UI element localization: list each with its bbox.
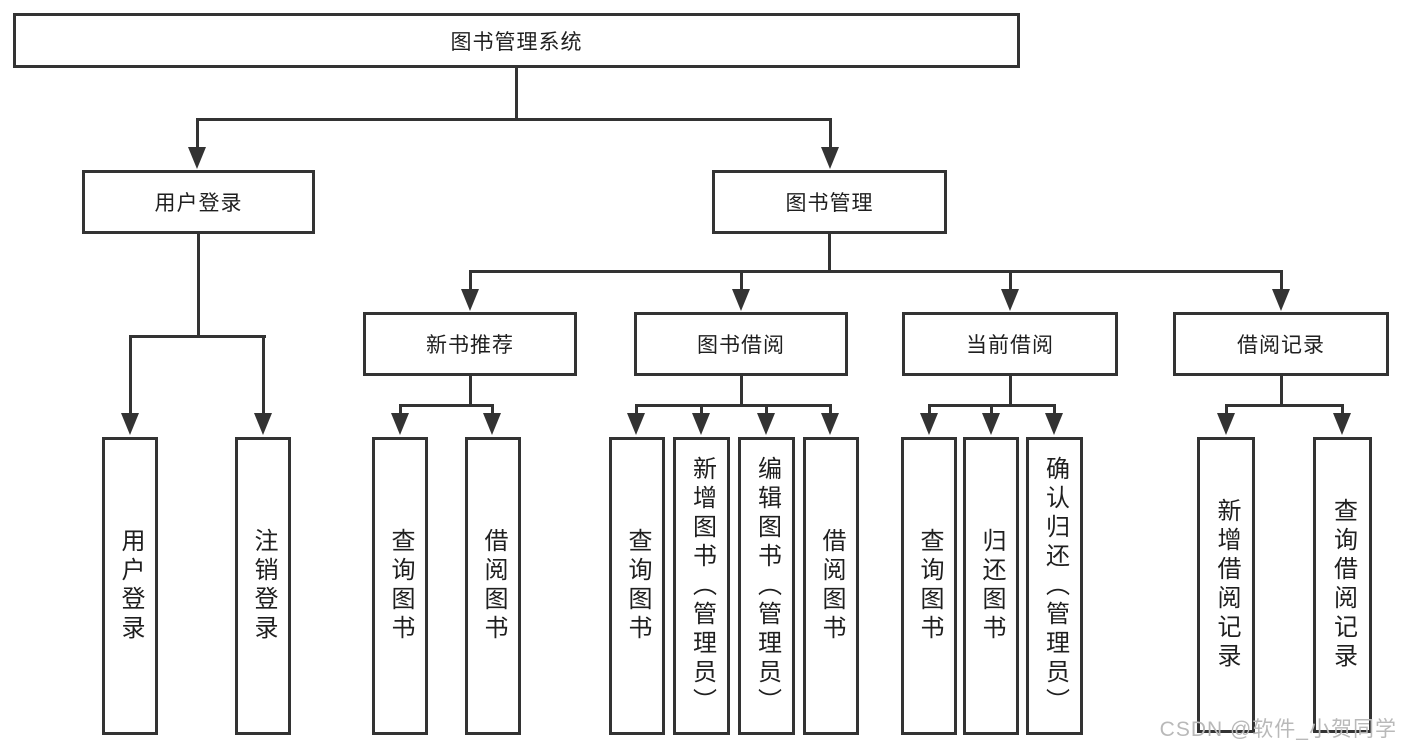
node-label: 注销登录 xyxy=(250,528,277,644)
arrowhead-down-icon xyxy=(982,413,1000,435)
connector-line xyxy=(635,404,638,415)
node-label: 查询图书 xyxy=(916,528,943,644)
leaf-current-confirm-return-admin: 确认归还（管理员） xyxy=(1026,437,1083,735)
connector-line xyxy=(196,118,832,121)
arrowhead-down-icon xyxy=(1272,289,1290,311)
connector-line xyxy=(740,270,743,292)
arrowhead-down-icon xyxy=(483,413,501,435)
node-label: 查询图书 xyxy=(387,528,414,644)
leaf-borrow-query-book: 查询图书 xyxy=(609,437,665,735)
connector-line xyxy=(928,404,931,415)
connector-line xyxy=(829,404,832,415)
connector-line xyxy=(1053,404,1056,415)
node-label: 确认归还（管理员） xyxy=(1041,455,1069,717)
leaf-user-login: 用户登录 xyxy=(102,437,158,735)
arrowhead-down-icon xyxy=(757,413,775,435)
arrowhead-down-icon xyxy=(1217,413,1235,435)
leaf-borrow-add-book-admin: 新增图书（管理员） xyxy=(673,437,730,735)
connector-line xyxy=(399,404,402,415)
connector-line xyxy=(1225,404,1343,407)
connector-line xyxy=(515,68,518,118)
arrowhead-down-icon xyxy=(920,413,938,435)
node-label: 借阅图书 xyxy=(480,528,507,644)
node-label: 用户登录 xyxy=(154,192,243,215)
arrowhead-down-icon xyxy=(1045,413,1063,435)
leaf-recommend-query-book: 查询图书 xyxy=(372,437,428,735)
node-label: 新增图书（管理员） xyxy=(688,455,716,717)
leaf-current-query-book: 查询图书 xyxy=(901,437,957,735)
connector-line xyxy=(399,404,493,407)
connector-line xyxy=(828,234,831,273)
connector-line xyxy=(765,404,768,415)
connector-line xyxy=(197,234,200,335)
connector-line xyxy=(990,404,993,415)
node-book-borrow: 图书借阅 xyxy=(634,312,848,376)
connector-line xyxy=(740,376,743,407)
node-label: 借阅图书 xyxy=(818,528,845,644)
node-label: 新书推荐 xyxy=(426,334,514,357)
arrowhead-down-icon xyxy=(391,413,409,435)
arrowhead-down-icon xyxy=(1333,413,1351,435)
node-label: 用户登录 xyxy=(117,528,144,644)
node-label: 查询图书 xyxy=(624,528,651,644)
csdn-watermark: CSDN @软件_小贺同学 xyxy=(1159,718,1397,741)
node-root: 图书管理系统 xyxy=(13,13,1020,68)
arrowhead-down-icon xyxy=(1001,289,1019,311)
arrowhead-down-icon xyxy=(821,147,839,169)
leaf-records-add-record: 新增借阅记录 xyxy=(1197,437,1255,733)
connector-line xyxy=(1225,404,1228,415)
leaf-borrow-edit-book-admin: 编辑图书（管理员） xyxy=(738,437,795,735)
node-label: 当前借阅 xyxy=(966,334,1054,357)
arrowhead-down-icon xyxy=(461,289,479,311)
connector-line xyxy=(262,335,265,415)
connector-line xyxy=(1280,270,1283,292)
leaf-logout: 注销登录 xyxy=(235,437,291,735)
node-label: 借阅记录 xyxy=(1237,334,1325,357)
connector-line xyxy=(1009,270,1012,292)
arrowhead-down-icon xyxy=(692,413,710,435)
node-label: 图书管理系统 xyxy=(450,30,583,54)
connector-line xyxy=(491,404,494,415)
leaf-current-return-book: 归还图书 xyxy=(963,437,1019,735)
arrowhead-down-icon xyxy=(121,413,139,435)
connector-line xyxy=(469,270,1282,273)
connector-line xyxy=(129,335,266,338)
connector-line xyxy=(829,118,832,150)
connector-line xyxy=(635,404,832,407)
node-label: 归还图书 xyxy=(978,528,1005,644)
node-label: 新增借阅记录 xyxy=(1213,498,1240,672)
node-new-book-recommend: 新书推荐 xyxy=(363,312,577,376)
leaf-borrow-borrow-book: 借阅图书 xyxy=(803,437,859,735)
arrowhead-down-icon xyxy=(732,289,750,311)
connector-line xyxy=(700,404,703,415)
node-book-management: 图书管理 xyxy=(712,170,947,234)
connector-line xyxy=(129,335,132,415)
node-current-borrow: 当前借阅 xyxy=(902,312,1118,376)
arrowhead-down-icon xyxy=(627,413,645,435)
connector-line xyxy=(1280,376,1283,407)
connector-line xyxy=(1341,404,1344,415)
connector-line xyxy=(469,376,472,407)
leaf-records-query-record: 查询借阅记录 xyxy=(1313,437,1372,733)
arrowhead-down-icon xyxy=(254,413,272,435)
arrowhead-down-icon xyxy=(821,413,839,435)
node-borrow-records: 借阅记录 xyxy=(1173,312,1389,376)
node-label: 查询借阅记录 xyxy=(1329,498,1357,672)
node-label: 图书管理 xyxy=(785,192,874,215)
connector-line xyxy=(196,118,199,150)
connector-line xyxy=(469,270,472,292)
node-label: 编辑图书（管理员） xyxy=(753,455,781,717)
node-user-login: 用户登录 xyxy=(82,170,315,234)
arrowhead-down-icon xyxy=(188,147,206,169)
node-label: 图书借阅 xyxy=(697,334,785,357)
connector-line xyxy=(1009,376,1012,407)
leaf-recommend-borrow-book: 借阅图书 xyxy=(465,437,521,735)
